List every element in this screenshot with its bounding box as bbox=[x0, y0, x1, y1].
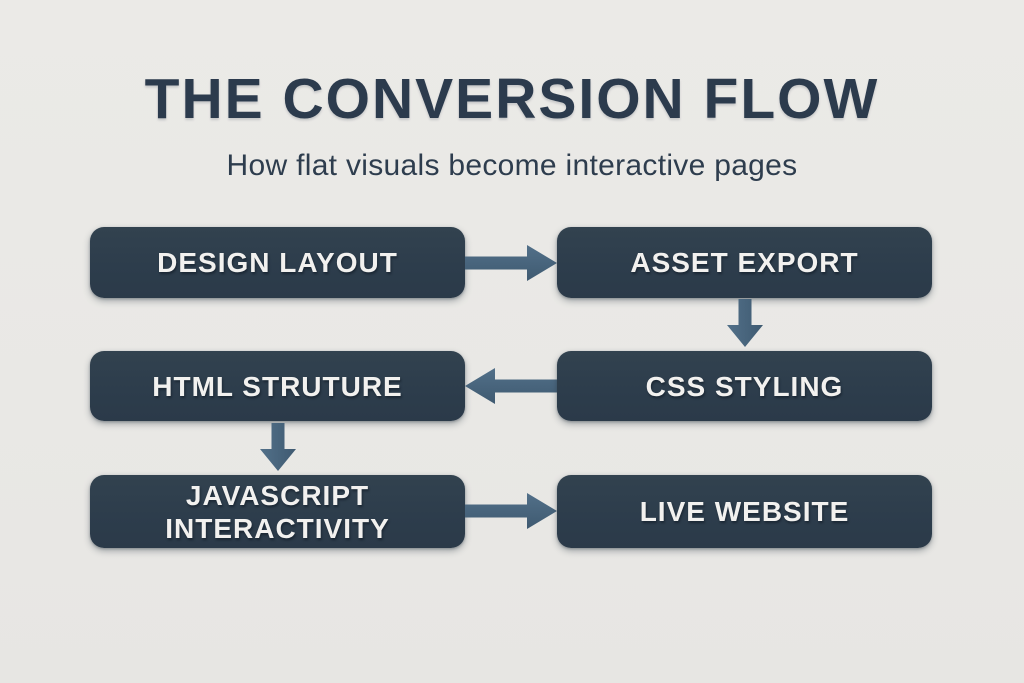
arrow-left-icon bbox=[465, 368, 557, 404]
flow-node-label: CSS STYLING bbox=[645, 370, 844, 402]
flow-node-design-layout: DESIGN LAYOUT bbox=[90, 227, 465, 298]
flow-node-label: DESIGN LAYOUT bbox=[157, 247, 398, 278]
flow-node-label: LIVE WEBSITE bbox=[639, 496, 850, 527]
flow-node-css-styling: CSS STYLING bbox=[557, 351, 932, 421]
arrow-right-icon bbox=[465, 493, 557, 529]
page-title: THE CONVERSION FLOW bbox=[144, 67, 880, 131]
flow-node-label: ASSET EXPORT bbox=[630, 247, 859, 278]
page-subtitle: How flat visuals become interactive page… bbox=[226, 149, 798, 182]
flow-node-live-website: LIVE WEBSITE bbox=[557, 475, 932, 548]
flow-node-asset-export: ASSET EXPORT bbox=[557, 227, 932, 298]
flow-node-label: HTML STRUTURE bbox=[152, 370, 403, 402]
flow-node-html-structure: HTML STRUTURE bbox=[90, 351, 465, 421]
flow-node-javascript-interactivity: JAVASCRIPT INTERACTIVITY bbox=[90, 475, 465, 548]
arrow-down-icon bbox=[727, 299, 763, 347]
arrow-down-icon bbox=[260, 423, 296, 471]
arrow-right-icon bbox=[465, 245, 557, 281]
flow-node-label: JAVASCRIPT INTERACTIVITY bbox=[165, 479, 390, 544]
